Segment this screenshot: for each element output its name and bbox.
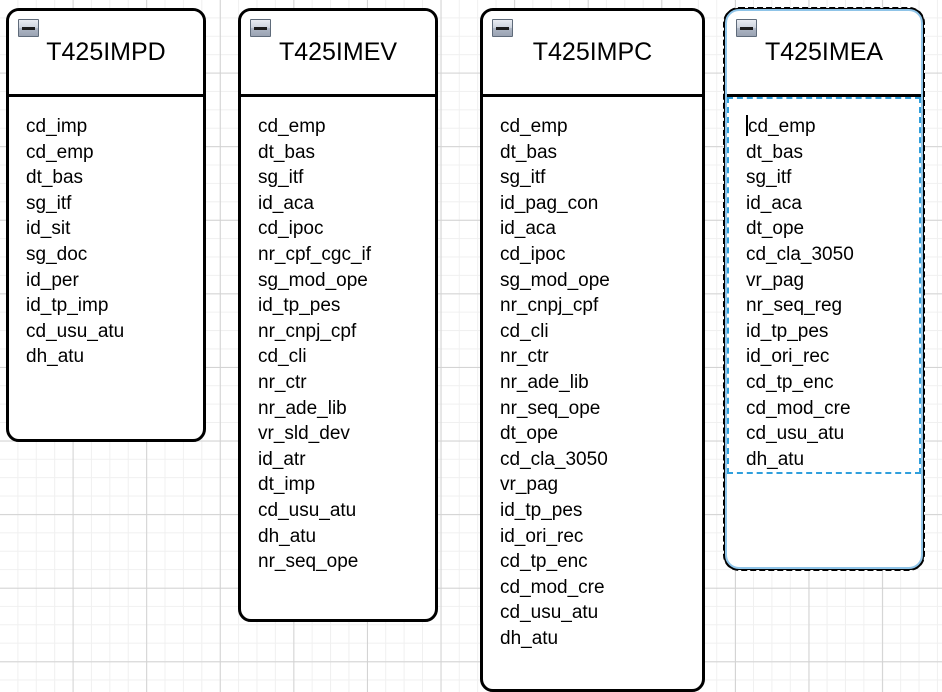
attribute-row[interactable]: sg_itf xyxy=(26,192,72,214)
attribute-row[interactable]: nr_ade_lib xyxy=(258,397,347,419)
attribute-row[interactable]: sg_itf xyxy=(746,167,792,189)
attribute-row[interactable]: cd_cla_3050 xyxy=(746,243,854,265)
attribute-row[interactable]: id_aca xyxy=(746,192,802,214)
attribute-row[interactable]: sg_doc xyxy=(26,243,88,265)
attribute-row[interactable]: cd_ipoc xyxy=(258,218,324,240)
attribute-row[interactable]: cd_tp_enc xyxy=(500,551,588,573)
entity-attribute-list[interactable]: cd_emp dt_bas sg_itf id_aca dt_ope cd_cla_305… xyxy=(727,97,921,475)
text-caret xyxy=(746,115,748,136)
attribute-row[interactable]: cd_usu_atu xyxy=(258,499,357,521)
attribute-row[interactable]: id_aca xyxy=(500,218,556,240)
attribute-row[interactable]: dh_atu xyxy=(258,525,317,547)
attribute-row[interactable]: nr_seq_ope xyxy=(500,397,601,419)
attribute-row[interactable]: sg_itf xyxy=(258,167,304,189)
attribute-row[interactable]: dt_imp xyxy=(258,474,316,496)
attribute-row[interactable]: cd_cli xyxy=(500,320,549,342)
minimize-icon[interactable] xyxy=(736,19,757,37)
attribute-row[interactable]: sg_mod_ope xyxy=(258,269,368,291)
entity-attribute-list[interactable]: cd_imp cd_emp dt_bas sg_itf id_sit sg_doc id_p… xyxy=(9,97,203,370)
entity-header: T425IMEV xyxy=(241,11,435,97)
attribute-row[interactable]: dh_atu xyxy=(500,627,559,649)
attribute-row[interactable]: sg_itf xyxy=(500,167,546,189)
entity-title: T425IMEA xyxy=(764,38,884,66)
attribute-row[interactable]: id_tp_imp xyxy=(26,295,109,317)
attribute-row[interactable]: id_per xyxy=(26,269,79,291)
attribute-row[interactable]: cd_mod_cre xyxy=(500,576,605,598)
entity-title: T425IMPD xyxy=(46,38,166,66)
attribute-row[interactable]: nr_seq_reg xyxy=(746,295,843,317)
entity-attribute-list[interactable]: cd_emp dt_bas sg_itf id_pag_con id_aca cd_ipo… xyxy=(483,97,702,651)
attribute-row[interactable]: dt_bas xyxy=(746,141,804,163)
attribute-row[interactable]: cd_emp xyxy=(500,116,568,137)
attribute-row[interactable]: cd_emp xyxy=(26,141,94,163)
attribute-row[interactable]: dt_ope xyxy=(500,423,559,445)
attribute-row[interactable]: nr_ctr xyxy=(500,346,549,368)
attribute-row[interactable]: cd_emp xyxy=(729,114,919,140)
attribute-row[interactable]: nr_cnpj_cpf xyxy=(500,295,599,317)
attribute-row[interactable]: cd_tp_enc xyxy=(746,371,834,393)
entity-t425impc[interactable]: T425IMPC cd_emp dt_bas sg_itf id_pag_con id_a… xyxy=(480,8,705,692)
attribute-row[interactable]: nr_ade_lib xyxy=(500,371,589,393)
attribute-row[interactable]: dt_bas xyxy=(26,167,84,189)
attribute-row[interactable]: dh_atu xyxy=(26,346,85,368)
attribute-row[interactable]: id_ori_rec xyxy=(500,525,584,547)
entity-title: T425IMPC xyxy=(532,38,653,66)
entity-header: T425IMPD xyxy=(9,11,203,97)
attribute-row[interactable]: dh_atu xyxy=(746,448,805,470)
attribute-row[interactable]: cd_usu_atu xyxy=(500,602,599,624)
attribute-row[interactable]: id_sit xyxy=(26,218,71,240)
attribute-row[interactable]: id_pag_con xyxy=(500,192,599,214)
attribute-row[interactable]: cd_cli xyxy=(258,346,307,368)
attribute-row[interactable]: cd_ipoc xyxy=(500,243,566,265)
entity-title: T425IMEV xyxy=(278,38,398,66)
attribute-row[interactable]: cd_usu_atu xyxy=(26,320,125,342)
attribute-row[interactable]: cd_cla_3050 xyxy=(500,448,608,470)
attribute-row[interactable]: vr_sld_dev xyxy=(258,423,350,445)
attribute-row[interactable]: nr_ctr xyxy=(258,371,307,393)
entity-header: T425IMEA xyxy=(727,11,921,97)
attribute-label: cd_emp xyxy=(748,116,816,137)
attribute-row[interactable]: nr_cnpj_cpf xyxy=(258,320,357,342)
attribute-row[interactable]: cd_mod_cre xyxy=(746,397,851,419)
attribute-row[interactable]: id_atr xyxy=(258,448,306,470)
attribute-row[interactable]: id_tp_pes xyxy=(746,320,829,342)
attribute-row[interactable]: dt_ope xyxy=(746,218,805,240)
attribute-row[interactable]: id_aca xyxy=(258,192,314,214)
attribute-row[interactable]: id_ori_rec xyxy=(746,346,830,368)
minimize-icon[interactable] xyxy=(18,19,39,37)
attribute-row[interactable]: nr_seq_ope xyxy=(258,551,359,573)
attribute-row[interactable]: cd_usu_atu xyxy=(746,423,845,445)
minimize-icon[interactable] xyxy=(492,19,513,37)
attribute-row[interactable]: dt_bas xyxy=(500,141,558,163)
attribute-row[interactable]: vr_pag xyxy=(746,269,805,291)
minimize-icon[interactable] xyxy=(250,19,271,37)
attribute-row[interactable]: id_tp_pes xyxy=(258,295,341,317)
attribute-row[interactable]: cd_emp xyxy=(258,116,326,137)
entity-header: T425IMPC xyxy=(483,11,702,97)
entity-attribute-list[interactable]: cd_emp dt_bas sg_itf id_aca cd_ipoc nr_cpf_cg… xyxy=(241,97,435,575)
attribute-row[interactable]: id_tp_pes xyxy=(500,499,583,521)
attribute-row[interactable]: vr_pag xyxy=(500,474,559,496)
attribute-row[interactable]: dt_bas xyxy=(258,141,316,163)
attribute-row[interactable]: sg_mod_ope xyxy=(500,269,610,291)
attribute-row[interactable]: nr_cpf_cgc_if xyxy=(258,243,372,265)
attribute-row[interactable]: cd_imp xyxy=(26,116,88,137)
